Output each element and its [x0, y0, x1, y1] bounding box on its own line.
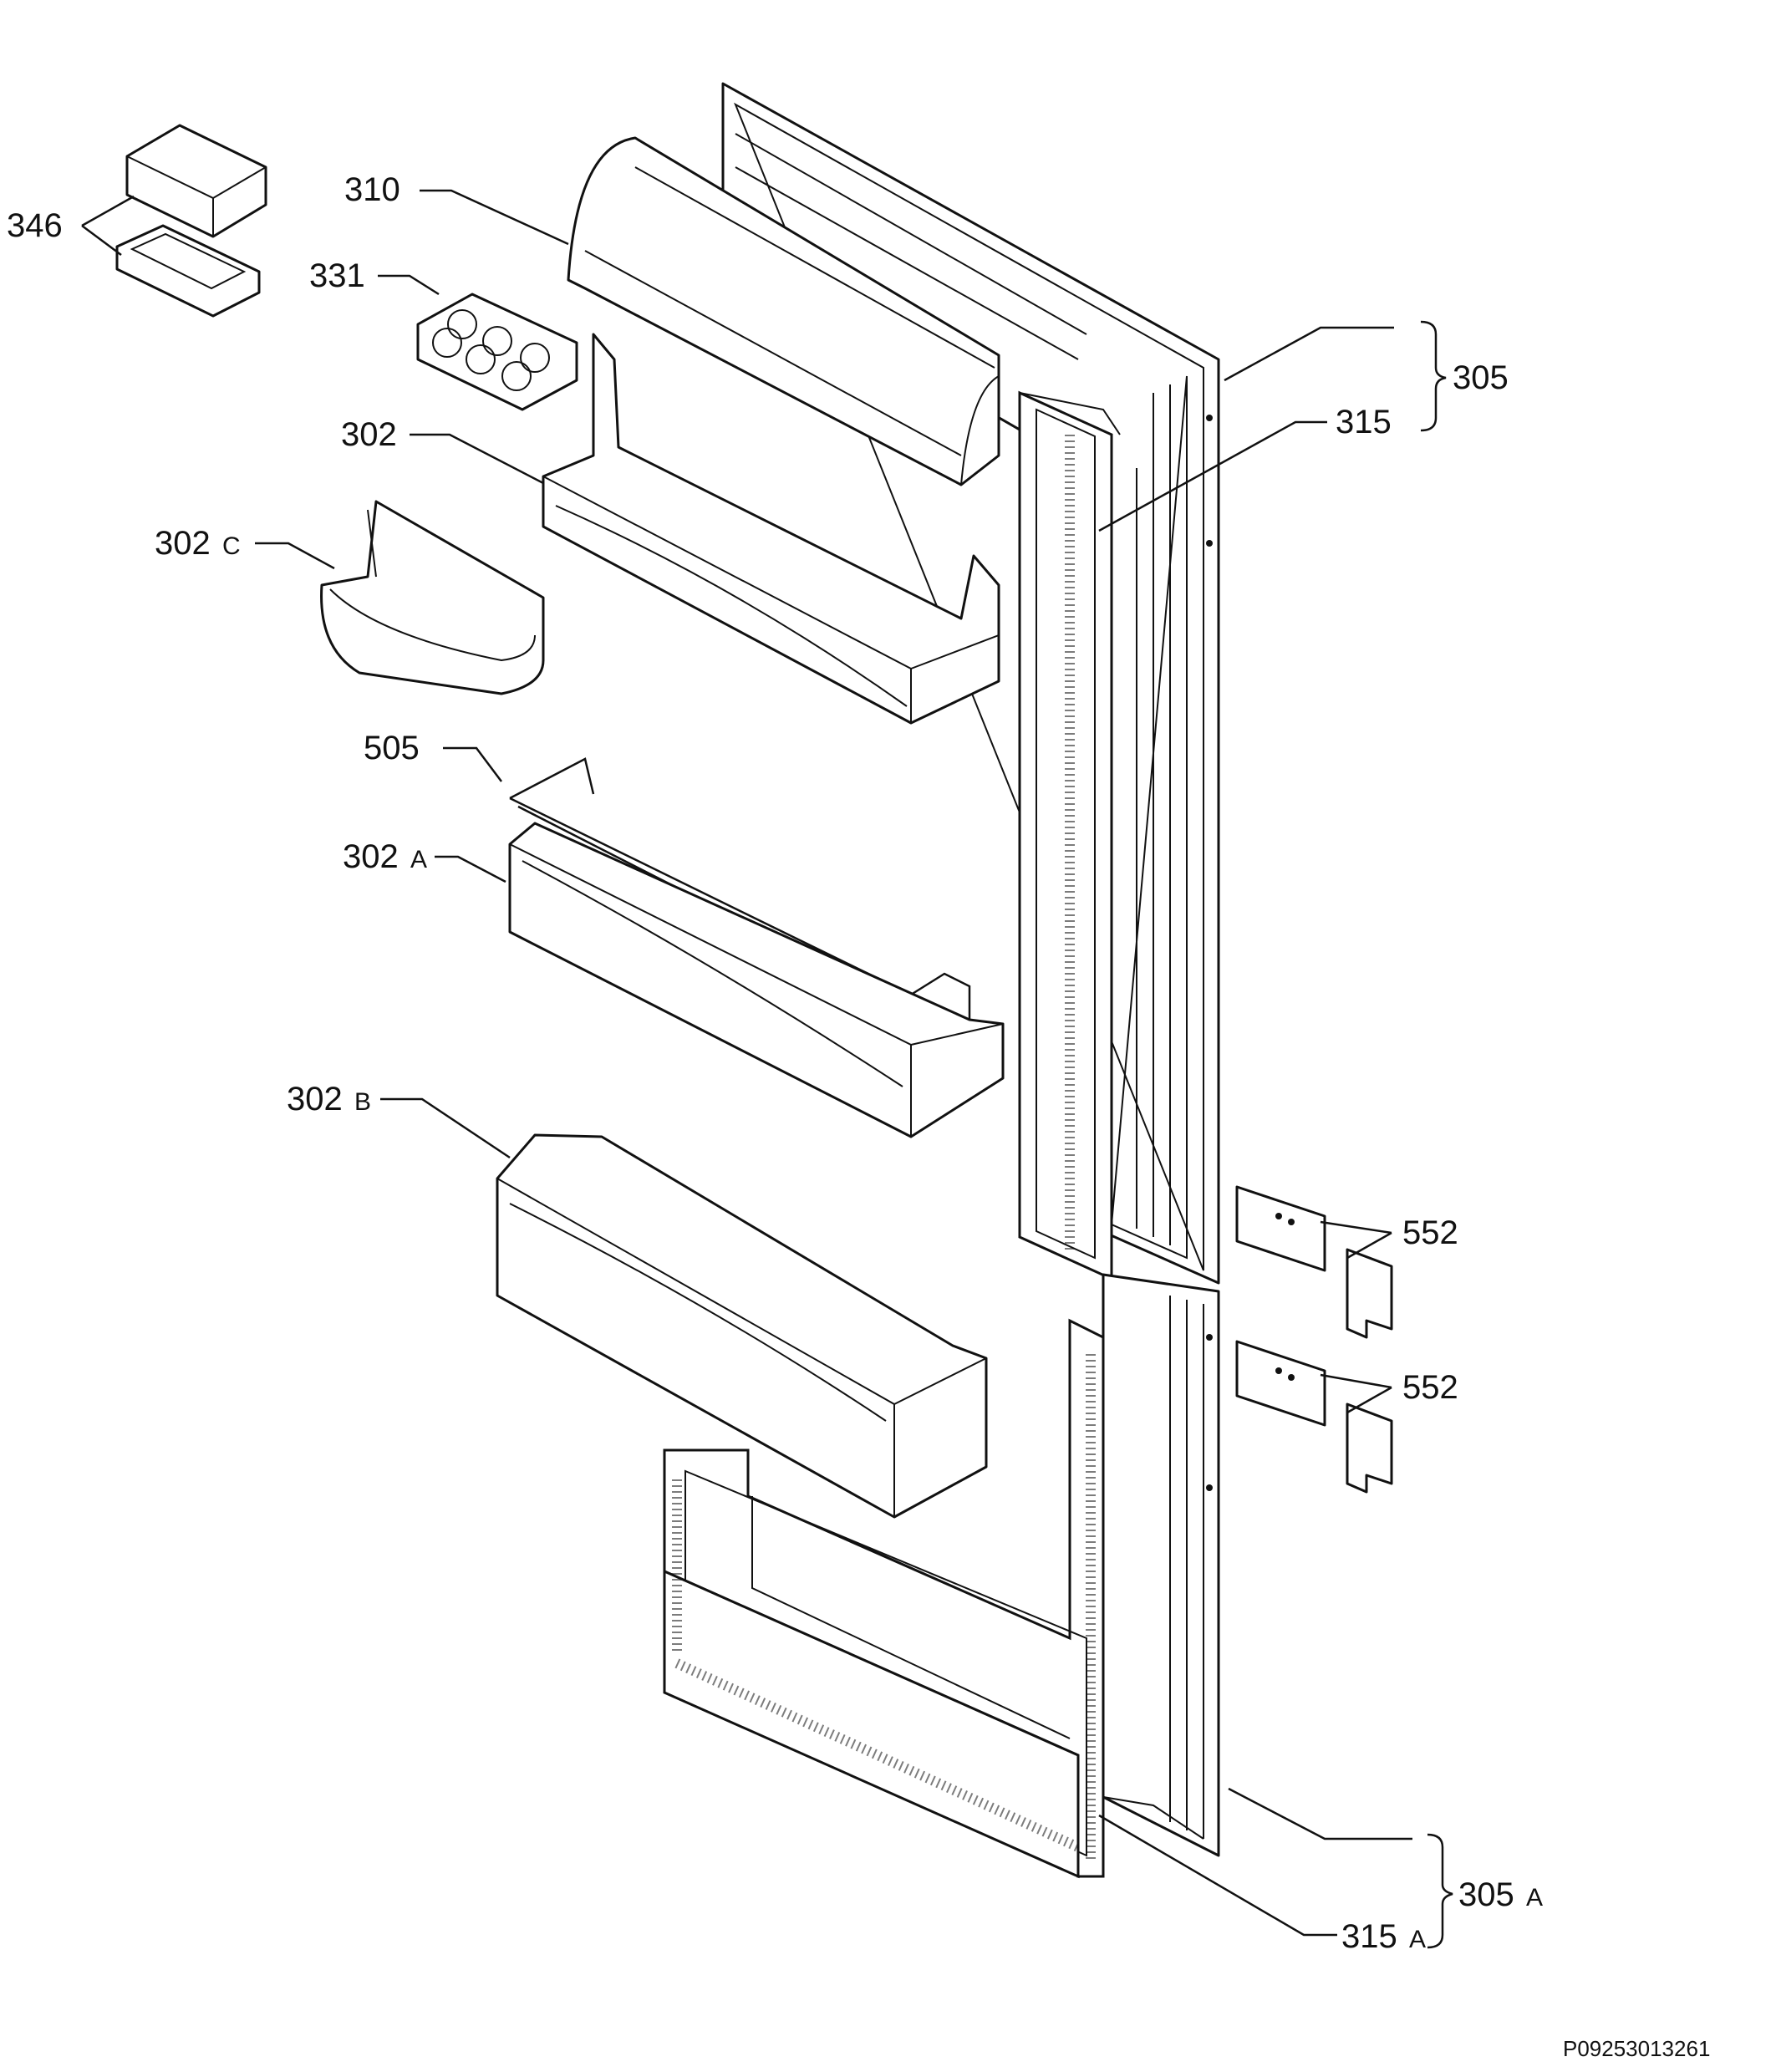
label-305a-number: 305 — [1458, 1876, 1514, 1913]
label-552-upper: 552 — [1402, 1214, 1458, 1251]
label-505: 505 — [364, 730, 420, 766]
small-door-bin — [320, 500, 545, 695]
lower-door-gasket — [663, 1318, 1105, 1879]
label-305: 305 — [1453, 359, 1509, 396]
egg-tray — [416, 293, 578, 411]
label-302c-number: 302 — [155, 525, 211, 562]
label-552-lower: 552 — [1402, 1369, 1458, 1406]
label-302b-suffix: B — [354, 1088, 371, 1116]
butter-dish-tray — [115, 224, 261, 318]
drawing-code: P09253013261 — [1563, 2036, 1710, 2061]
label-305a-suffix: A — [1526, 1884, 1543, 1912]
label-302a: 302 A — [343, 838, 427, 875]
label-302c-suffix: C — [222, 532, 241, 560]
label-315: 315 — [1336, 404, 1392, 440]
lower-door-panel — [1102, 1273, 1220, 1857]
label-315a-suffix: A — [1409, 1926, 1426, 1953]
butter-dish-lid — [125, 124, 267, 238]
label-302a-suffix: A — [410, 846, 427, 873]
label-302: 302 — [341, 416, 397, 453]
label-346: 346 — [7, 207, 63, 244]
brace-305 — [1420, 320, 1447, 432]
leader-lines — [81, 189, 1412, 1937]
hinge-plate-lower — [1235, 1340, 1393, 1494]
label-302c: 302 C — [155, 525, 241, 562]
label-315a-number: 315 — [1341, 1918, 1397, 1955]
dairy-compartment-flap — [567, 136, 1000, 486]
label-315a: 315 A — [1341, 1918, 1426, 1955]
label-310: 310 — [344, 171, 400, 208]
hinge-plate-upper — [1235, 1185, 1393, 1339]
label-331: 331 — [309, 257, 365, 294]
label-302b-number: 302 — [287, 1081, 343, 1117]
upper-door-gasket — [1018, 390, 1121, 1281]
door-shelf-302a — [508, 822, 1005, 1138]
door-shelf-302b — [496, 1133, 988, 1519]
label-302a-number: 302 — [343, 838, 399, 875]
door-shelf-302 — [542, 333, 1000, 725]
label-305a: 305 A — [1458, 1876, 1543, 1913]
brace-305a — [1427, 1833, 1453, 1949]
label-302b: 302 B — [287, 1081, 371, 1117]
